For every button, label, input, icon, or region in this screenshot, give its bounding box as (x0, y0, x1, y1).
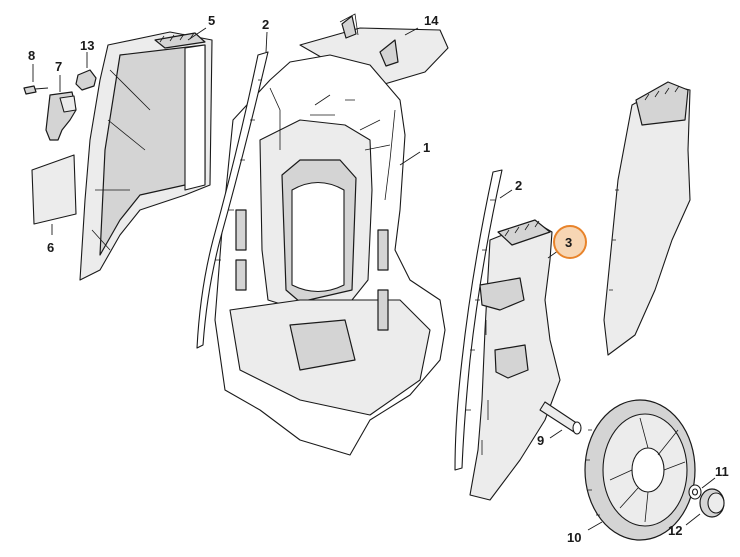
label-2a: 2 (262, 17, 269, 32)
label-5: 5 (208, 13, 215, 28)
part-3-right-side-panel[interactable] (469, 219, 561, 501)
label-13: 13 (80, 38, 94, 53)
label-12: 12 (668, 523, 682, 538)
label-11: 11 (715, 464, 729, 479)
highlight-circle (553, 225, 587, 259)
label-3: 3 (565, 235, 572, 250)
leader-lines (32, 27, 716, 531)
part-6-label[interactable] (31, 154, 77, 225)
part-11-washer[interactable] (688, 484, 702, 500)
label-10: 10 (567, 530, 581, 545)
part-2-right-strip[interactable] (454, 169, 503, 471)
label-2b: 2 (515, 178, 522, 193)
part-right-side-cover[interactable] (603, 81, 691, 356)
part-9-axle[interactable] (539, 401, 582, 435)
part-1-main-housing[interactable] (214, 54, 446, 456)
label-9: 9 (537, 433, 544, 448)
label-1: 1 (423, 140, 430, 155)
part-7-handle-clip[interactable] (45, 91, 77, 141)
label-6: 6 (47, 240, 54, 255)
part-5-left-side-panel[interactable] (79, 31, 213, 281)
label-8: 8 (28, 48, 35, 63)
part-2-left-strip[interactable] (196, 51, 269, 349)
part-10-wheel[interactable] (584, 399, 696, 541)
part-8-screw[interactable] (23, 85, 49, 95)
part-13-clip[interactable] (75, 69, 97, 91)
label-7: 7 (55, 59, 62, 74)
part-12-hub-cap[interactable] (699, 488, 725, 518)
label-14: 14 (424, 13, 439, 28)
